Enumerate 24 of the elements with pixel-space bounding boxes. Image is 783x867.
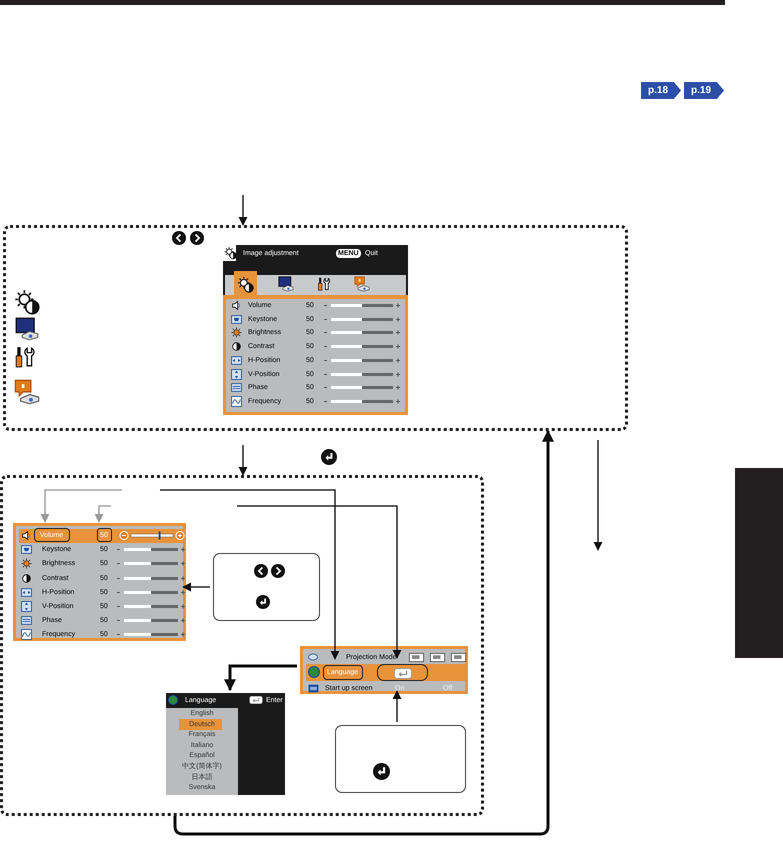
arrow (224, 664, 297, 692)
arrow (182, 582, 210, 592)
leader-line (94, 505, 111, 523)
page-reference-badge: p.18 (641, 82, 681, 99)
leader-line (237, 505, 402, 659)
highlight-outline (97, 528, 112, 542)
section-tab (735, 468, 783, 658)
callout-box (213, 553, 320, 621)
highlight-outline (377, 664, 428, 681)
menu-screen (223, 245, 408, 415)
leader-line (160, 489, 340, 660)
leader-line (40, 489, 122, 523)
menu-screen (13, 523, 186, 641)
menu-screen (300, 646, 468, 694)
menu-screen (166, 693, 285, 795)
arrow (238, 445, 248, 476)
dotted-frame (3, 225, 628, 431)
page-reference-badge: p.19 (684, 82, 724, 99)
highlight-outline (323, 665, 363, 680)
dotted-frame (0, 475, 484, 816)
callout-box (335, 725, 466, 793)
arrow (238, 195, 248, 226)
arrow (392, 690, 402, 722)
highlight-outline (34, 528, 70, 542)
